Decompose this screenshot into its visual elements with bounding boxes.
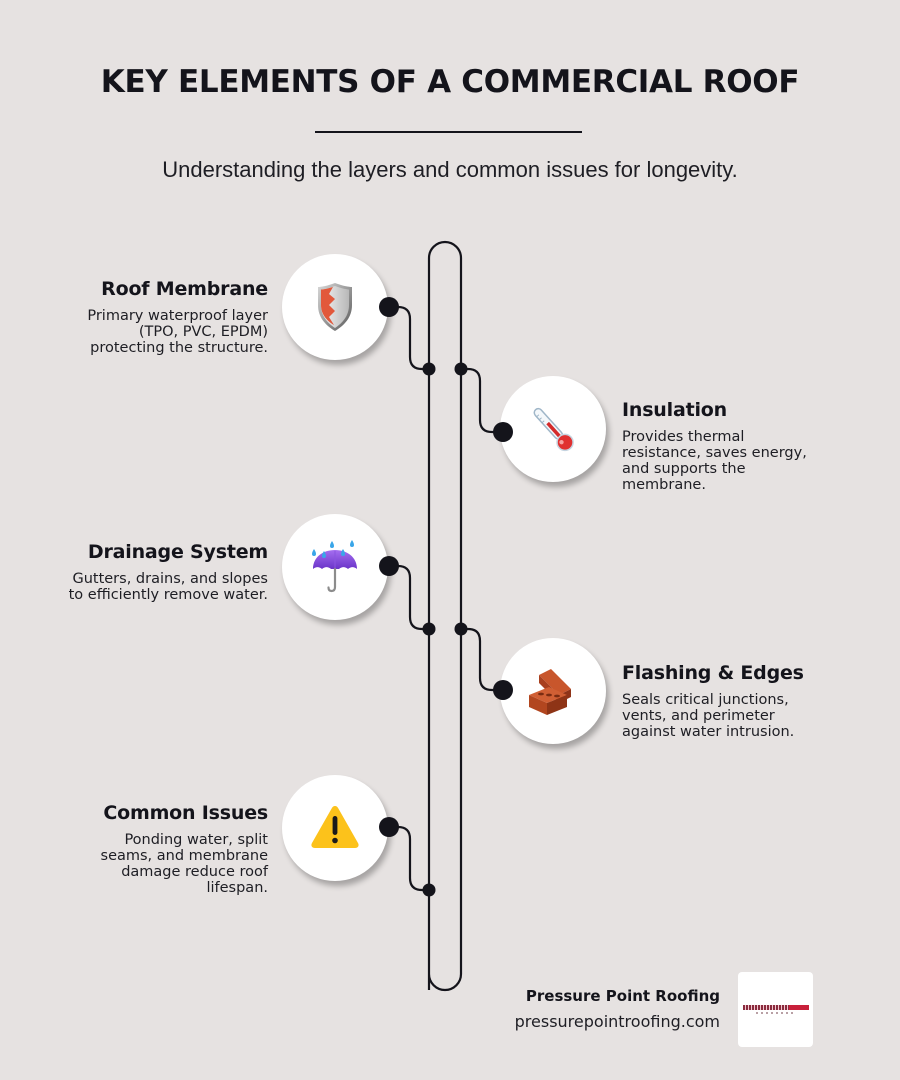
element-description: Provides thermal resistance, saves energ… [622, 429, 807, 493]
element-title: Insulation [622, 399, 727, 421]
shield-icon [318, 283, 352, 331]
title-divider [315, 131, 582, 133]
element-drainage-system: Drainage System Gutters, drains, and slo… [20, 541, 269, 603]
element-common-issues: Common Issues Ponding water, split seams… [40, 802, 269, 896]
logo-tagline [755, 1012, 796, 1014]
element-description: Primary waterproof layer (TPO, PVC, EPDM… [87, 308, 268, 356]
element-description: Gutters, drains, and slopes to efficient… [68, 571, 268, 603]
thermometer-icon [533, 407, 574, 452]
node-flashing-edges [500, 638, 606, 744]
bricks-icon [529, 669, 571, 715]
element-description: Seals critical junctions, vents, and per… [622, 692, 795, 740]
element-title: Flashing & Edges [622, 662, 804, 684]
element-roof-membrane: Roof Membrane Primary waterproof layer (… [40, 278, 268, 356]
umbrella-rain-icon [312, 540, 357, 593]
element-insulation: Insulation Provides thermal resistance, … [622, 399, 842, 493]
element-title: Common Issues [103, 802, 268, 824]
element-description: Ponding water, split seams, and membrane… [100, 832, 268, 896]
node-roof-membrane [282, 254, 388, 360]
element-flashing-edges: Flashing & Edges Seals critical junction… [622, 662, 842, 740]
footer-company-name: Pressure Point Roofing [525, 987, 720, 1005]
page-subtitle: Understanding the layers and common issu… [162, 157, 738, 182]
node-common-issues [282, 775, 388, 881]
node-drainage-system [282, 514, 388, 620]
node-insulation [500, 376, 606, 482]
warning-icon [311, 806, 359, 848]
page-title: KEY ELEMENTS OF A COMMERCIAL ROOF [100, 64, 800, 100]
company-logo [738, 972, 813, 1047]
element-title: Roof Membrane [101, 278, 268, 300]
logo-wordmark [742, 1005, 809, 1010]
footer-website-link[interactable]: pressurepointroofing.com [514, 1012, 720, 1031]
element-title: Drainage System [87, 541, 268, 563]
